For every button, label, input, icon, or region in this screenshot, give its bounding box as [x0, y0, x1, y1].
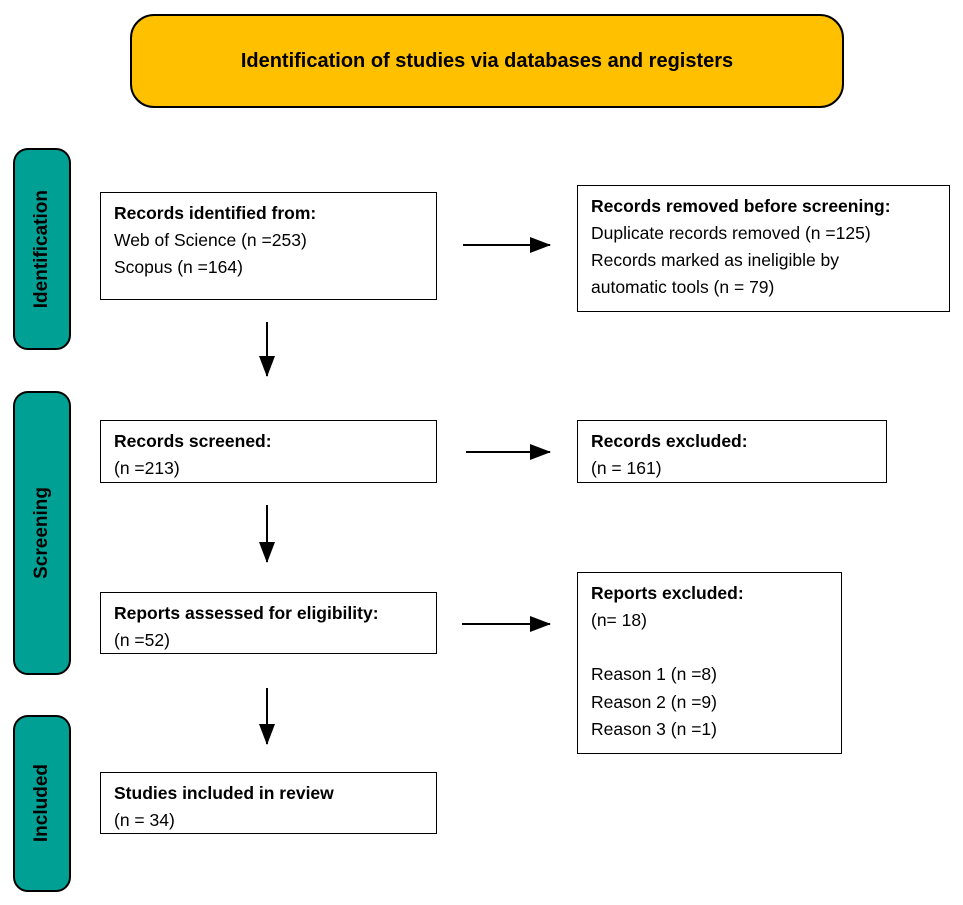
- box-reports-excluded-line: Reason 3 (n =1): [591, 718, 717, 739]
- stage-label-screening: Screening: [13, 391, 71, 675]
- box-records-removed: Records removed before screening: Duplic…: [577, 185, 950, 312]
- box-studies-included: Studies included in review (n = 34): [100, 772, 437, 834]
- box-reports-excluded-title: Reports excluded:: [591, 583, 744, 603]
- box-records-removed-title: Records removed before screening:: [591, 196, 891, 216]
- box-records-identified-line: Scopus (n =164): [114, 257, 243, 278]
- box-reports-excluded-line: [591, 634, 828, 661]
- stage-label-screening-text: Screening: [31, 487, 52, 579]
- box-records-identified-line: Web of Science (n =253): [114, 230, 307, 251]
- box-records-screened: Records screened: (n =213): [100, 420, 437, 483]
- box-reports-excluded-line: Reason 1 (n =8): [591, 664, 717, 685]
- box-records-excluded-line: (n = 161): [591, 458, 662, 479]
- box-records-removed-line: automatic tools (n = 79): [591, 277, 775, 298]
- stage-label-included-text: Included: [31, 764, 52, 843]
- box-reports-assessed-line: (n =52): [114, 630, 170, 651]
- box-reports-assessed-title: Reports assessed for eligibility:: [114, 603, 379, 623]
- box-reports-excluded-line: Reason 2 (n =9): [591, 691, 717, 712]
- box-records-removed-line: Duplicate records removed (n =125): [591, 223, 871, 244]
- box-studies-included-line: (n = 34): [114, 810, 175, 831]
- box-reports-assessed: Reports assessed for eligibility: (n =52…: [100, 592, 437, 654]
- stage-label-included: Included: [13, 715, 71, 892]
- box-records-identified: Records identified from: Web of Science …: [100, 192, 437, 300]
- box-studies-included-title: Studies included in review: [114, 783, 334, 803]
- box-records-removed-line: Records marked as ineligible by: [591, 250, 840, 271]
- box-records-excluded: Records excluded: (n = 161): [577, 420, 887, 483]
- box-records-screened-line: (n =213): [114, 458, 180, 479]
- box-reports-excluded: Reports excluded: (n= 18) Reason 1 (n =8…: [577, 572, 842, 754]
- stage-label-identification-text: Identification: [31, 189, 52, 309]
- title-banner: Identification of studies via databases …: [130, 14, 844, 108]
- box-records-identified-title: Records identified from:: [114, 203, 317, 223]
- box-records-excluded-title: Records excluded:: [591, 431, 748, 451]
- box-reports-excluded-line: (n= 18): [591, 610, 647, 631]
- box-records-screened-title: Records screened:: [114, 431, 272, 451]
- stage-label-identification: Identification: [13, 148, 71, 350]
